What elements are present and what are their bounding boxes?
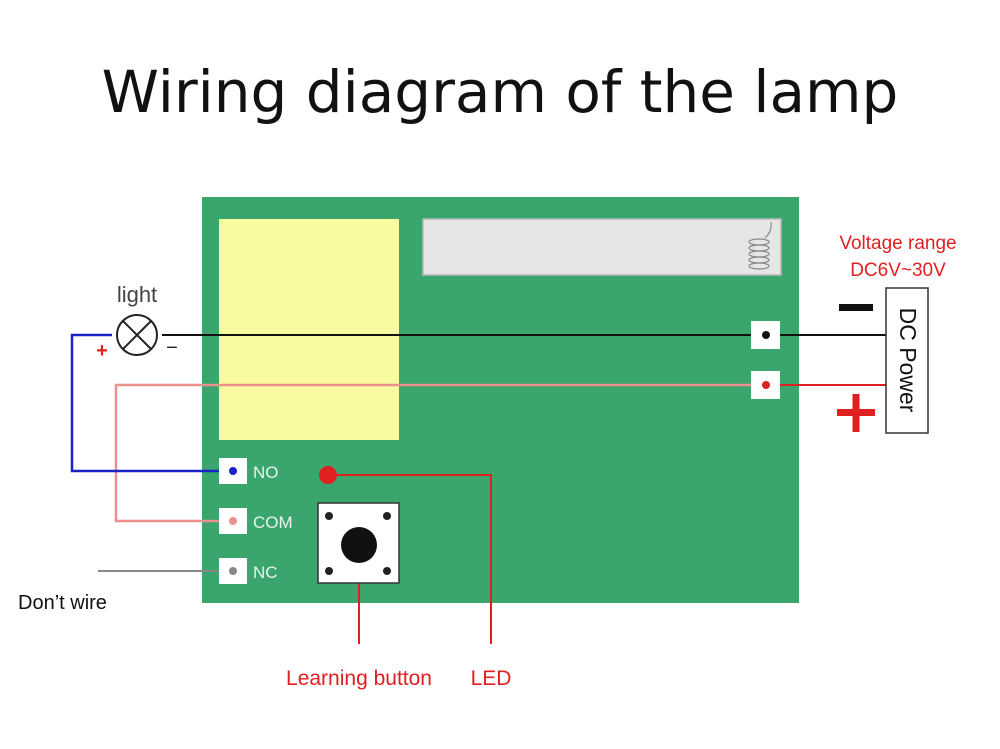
terminal-com xyxy=(219,508,247,534)
lamp-plus-label: + xyxy=(96,340,108,362)
learning-button-label: Learning button xyxy=(286,667,432,690)
led-label: LED xyxy=(471,667,512,690)
wire-pink-com xyxy=(114,383,766,523)
relay-block xyxy=(219,219,399,440)
dont-wire-label: Don’t wire xyxy=(18,592,107,614)
light-label: light xyxy=(117,282,157,307)
wire-led xyxy=(328,474,492,644)
lamp-minus-label: − xyxy=(166,337,178,359)
led-indicator xyxy=(319,466,337,484)
terminal-negative xyxy=(751,321,780,349)
terminal-positive xyxy=(751,371,780,399)
no-label: NO xyxy=(253,463,279,482)
power-plus-sign xyxy=(837,394,875,432)
learning-button-icon xyxy=(317,502,400,584)
lamp-icon xyxy=(116,314,158,356)
terminal-nc xyxy=(219,558,247,584)
voltage-range-value: DC6V~30V xyxy=(850,260,946,281)
terminal-no xyxy=(219,458,247,484)
dc-power-box xyxy=(885,287,929,434)
antenna-panel xyxy=(422,218,782,276)
dc-power-label: DC Power xyxy=(895,308,921,413)
antenna-coil-icon xyxy=(748,221,772,270)
com-label: COM xyxy=(253,513,293,532)
power-minus-sign xyxy=(839,304,873,311)
nc-label: NC xyxy=(253,563,278,582)
page-title: Wiring diagram of the lamp xyxy=(102,58,899,126)
wire-blue-no xyxy=(70,333,233,473)
voltage-range-label: Voltage range xyxy=(839,233,956,254)
